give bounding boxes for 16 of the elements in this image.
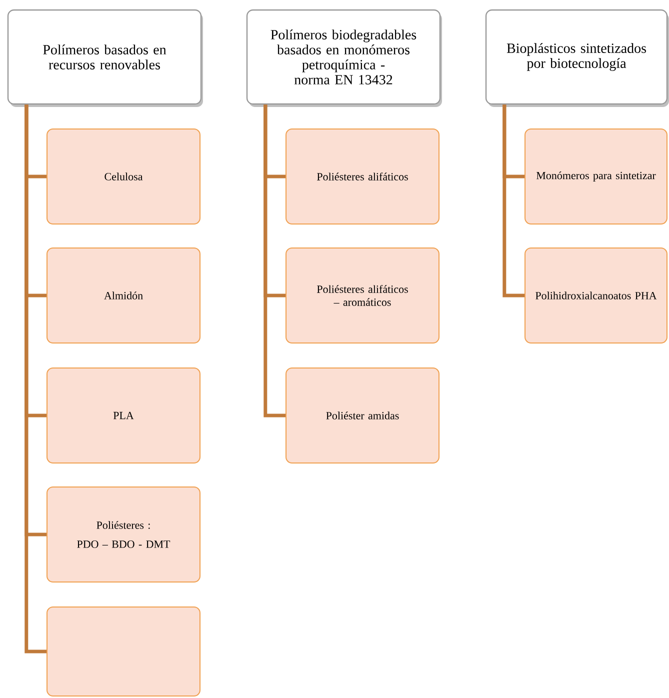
connector — [264, 104, 286, 418]
item-box: Poliésteres alifáticos — [286, 128, 440, 224]
category-box: Polímeros basados en recursos renovables — [7, 9, 203, 107]
item-box — [46, 606, 200, 696]
item-box: Poliésteres : PDO – BDO - DMT — [46, 486, 200, 582]
category-box: Polímeros biodegradables basados en monómeros petroquímica - norma EN 13432 — [246, 9, 442, 107]
item-box: Monómeros para sintetizar — [524, 128, 668, 224]
item-box: Almidón — [46, 248, 200, 344]
item-box: Poliésteres alifáticos – aromáticos — [286, 248, 440, 344]
connector — [502, 104, 524, 298]
item-box: Poliéster amidas — [286, 368, 440, 464]
category-box: Bioplásticos sintetizados por biotecnología — [485, 9, 669, 107]
item-box: Polihidroxialcanoatos PHA — [524, 248, 668, 344]
connector — [24, 104, 46, 654]
item-box: Celulosa — [46, 128, 200, 224]
item-box: PLA — [46, 368, 200, 464]
